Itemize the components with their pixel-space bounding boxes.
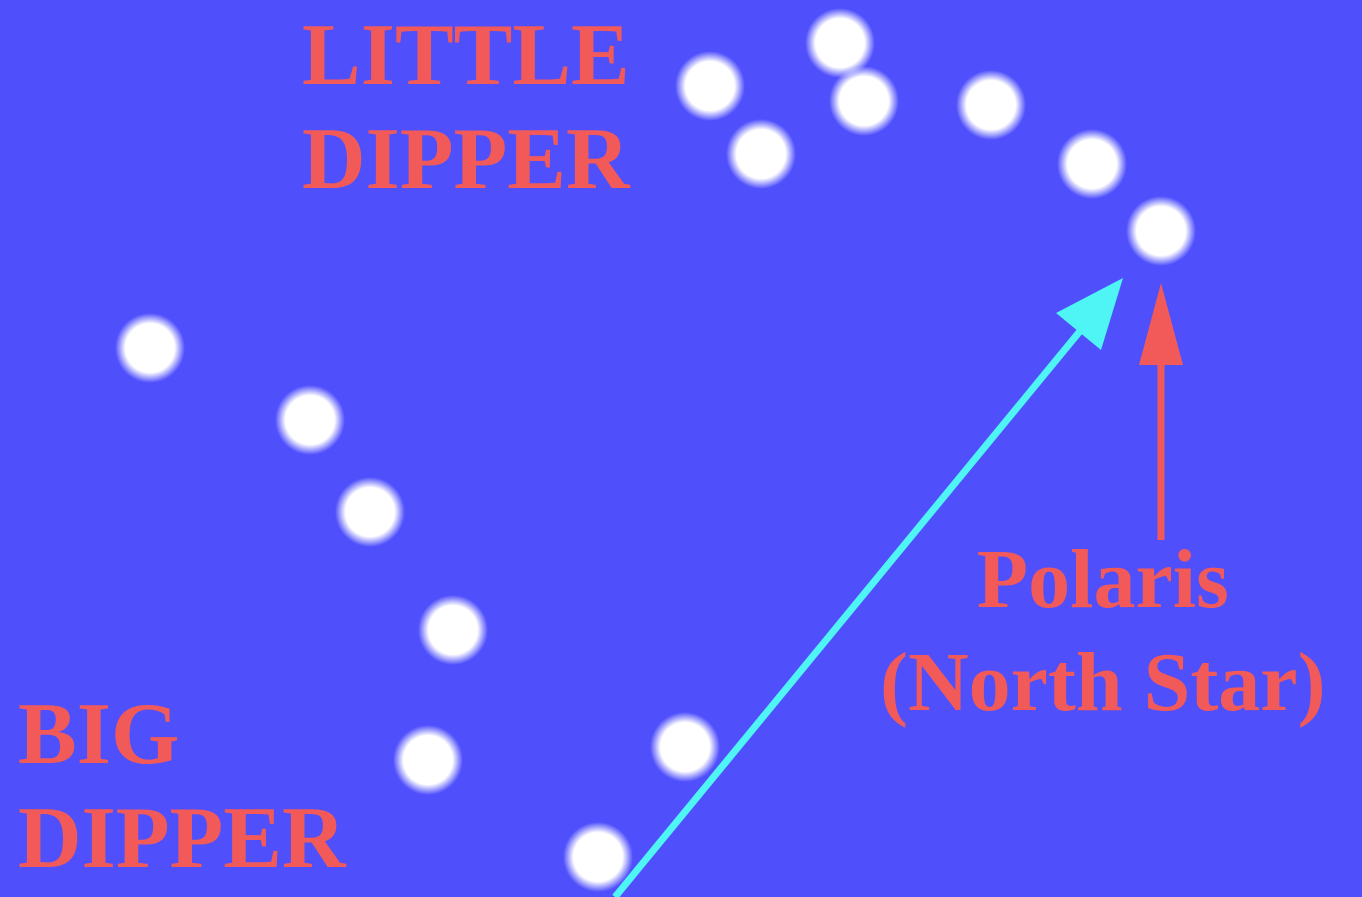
little-dipper-stars (675, 8, 1196, 266)
little-dipper-star (1057, 129, 1127, 199)
big-dipper-label-line-2: DIPPER (18, 787, 346, 891)
little-dipper-star (726, 119, 796, 189)
little-dipper-label: LITTLE DIPPER (302, 4, 630, 212)
little-dipper-label-line-1: LITTLE (302, 4, 630, 108)
big-dipper-label-line-1: BIG (18, 683, 346, 787)
polaris-label-line-1: Polaris (880, 528, 1326, 631)
big-dipper-star (393, 725, 463, 795)
polaris-label: Polaris (North Star) (880, 528, 1326, 734)
big-dipper-star (275, 385, 345, 455)
big-dipper-star (563, 822, 633, 892)
polaris-arrowhead (1139, 283, 1183, 365)
little-dipper-star (956, 70, 1026, 140)
big-dipper-star (650, 712, 720, 782)
little-dipper-label-line-2: DIPPER (302, 108, 630, 212)
little-dipper-star (675, 51, 745, 121)
big-dipper-label: BIG DIPPER (18, 683, 346, 891)
big-dipper-star (115, 313, 185, 383)
big-dipper-star (335, 477, 405, 547)
little-dipper-star (829, 66, 899, 136)
polaris-star (1126, 196, 1196, 266)
polaris-label-line-2: (North Star) (880, 631, 1326, 734)
polaris-arrow (1139, 283, 1183, 540)
big-dipper-star (418, 595, 488, 665)
pointer-arrowhead (1056, 278, 1123, 350)
